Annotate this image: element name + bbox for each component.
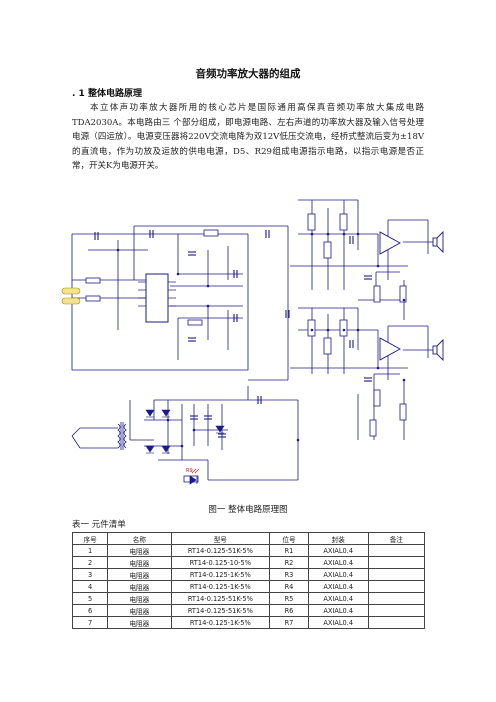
cell: AXIAL0.4 — [307, 580, 369, 593]
cell: 电阻器 — [107, 592, 172, 605]
cell: 6 — [71, 604, 109, 617]
cell: 5 — [71, 592, 109, 605]
cell: R6 — [269, 604, 309, 617]
figure-caption: 图一 整体电路原理图 — [208, 505, 288, 515]
cell: 电阻器 — [107, 604, 172, 617]
speaker-lower — [432, 338, 444, 362]
ic-chip — [145, 273, 169, 323]
cell: 电阻器 — [107, 616, 172, 629]
col-header: 型号 — [170, 532, 271, 545]
cell: AXIAL0.4 — [307, 616, 369, 629]
speaker-upper — [432, 230, 444, 254]
cell: 电阻器 — [107, 556, 172, 569]
cell: RT14-0.125-10-5% — [170, 556, 271, 569]
cell: R4 — [269, 580, 309, 593]
cell: 4 — [71, 580, 109, 593]
cell: RT14-0.125-51K-5% — [170, 604, 271, 617]
cell: AXIAL0.4 — [307, 604, 369, 617]
cell: 1 — [71, 544, 109, 557]
amplifier-upper — [379, 231, 401, 255]
body-paragraph: 本立体声功率放大器所用的核心芯片是国际通用高保真音频功率放大集成电路TDA203… — [72, 103, 424, 171]
circuit-schematic: R9 — [61, 199, 444, 485]
cell — [367, 556, 426, 569]
cell: 3 — [71, 568, 109, 581]
cell — [367, 580, 426, 593]
amplifier-lower — [379, 337, 401, 361]
cell: AXIAL0.4 — [307, 544, 369, 557]
col-header: 名称 — [107, 532, 172, 545]
col-header: 封装 — [307, 532, 369, 545]
section-heading: . 1 整体电路原理 — [72, 89, 142, 99]
bridge-rectifier — [145, 409, 225, 454]
cell: R3 — [269, 568, 309, 581]
cell: 2 — [71, 556, 109, 569]
table-header-row: 序号 名称 型号 位号 封装 备注 — [71, 532, 426, 545]
table-row: 7 电阻器 RT14-0.125-1K-5% R7 AXIAL0.4 — [71, 616, 426, 629]
power-led — [189, 468, 200, 485]
table-row: 1 电阻器 RT14-0.125-51K-5% R1 AXIAL0.4 — [71, 544, 426, 557]
cell: R1 — [269, 544, 309, 557]
cell: AXIAL0.4 — [307, 556, 369, 569]
parts-table: 序号 名称 型号 位号 封装 备注 1 电阻器 RT14-0.125-51K-5… — [71, 532, 426, 629]
table-row: 5 电阻器 RT14-0.125-51K-5% R5 AXIAL0.4 — [71, 592, 426, 605]
cell: R5 — [269, 592, 309, 605]
cell — [367, 544, 426, 557]
cell: AXIAL0.4 — [307, 592, 369, 605]
cell: R7 — [269, 616, 309, 629]
cell: 电阻器 — [107, 580, 172, 593]
cell — [367, 592, 426, 605]
table-row: 3 电阻器 RT14-0.125-1K-5% R3 AXIAL0.4 — [71, 568, 426, 581]
cell: RT14-0.125-1K-5% — [170, 580, 271, 593]
cell: 电阻器 — [107, 568, 172, 581]
cell: 电阻器 — [107, 544, 172, 557]
col-header: 序号 — [71, 532, 109, 545]
col-header: 位号 — [269, 532, 309, 545]
col-header: 备注 — [367, 532, 426, 545]
cell: RT14-0.125-51K-5% — [170, 544, 271, 557]
table-row: 4 电阻器 RT14-0.125-1K-5% R4 AXIAL0.4 — [71, 580, 426, 593]
led-label: R9 — [186, 468, 193, 474]
table-title: 表一 元件清单 — [72, 520, 126, 530]
table-row: 2 电阻器 RT14-0.125-10-5% R2 AXIAL0.4 — [71, 556, 426, 569]
cell: 7 — [71, 616, 109, 629]
cell: R2 — [269, 556, 309, 569]
transformer — [71, 422, 127, 450]
page-title: 音频功率放大器的组成 — [195, 68, 301, 80]
cell — [367, 616, 426, 629]
cell — [367, 604, 426, 617]
input-jacks — [61, 287, 81, 305]
cell: RT14-0.125-1K-5% — [170, 616, 271, 629]
cell: RT14-0.125-1K-5% — [170, 568, 271, 581]
cell: AXIAL0.4 — [307, 568, 369, 581]
cell — [367, 568, 426, 581]
table-row: 6 电阻器 RT14-0.125-51K-5% R6 AXIAL0.4 — [71, 604, 426, 617]
cell: RT14-0.125-51K-5% — [170, 592, 271, 605]
